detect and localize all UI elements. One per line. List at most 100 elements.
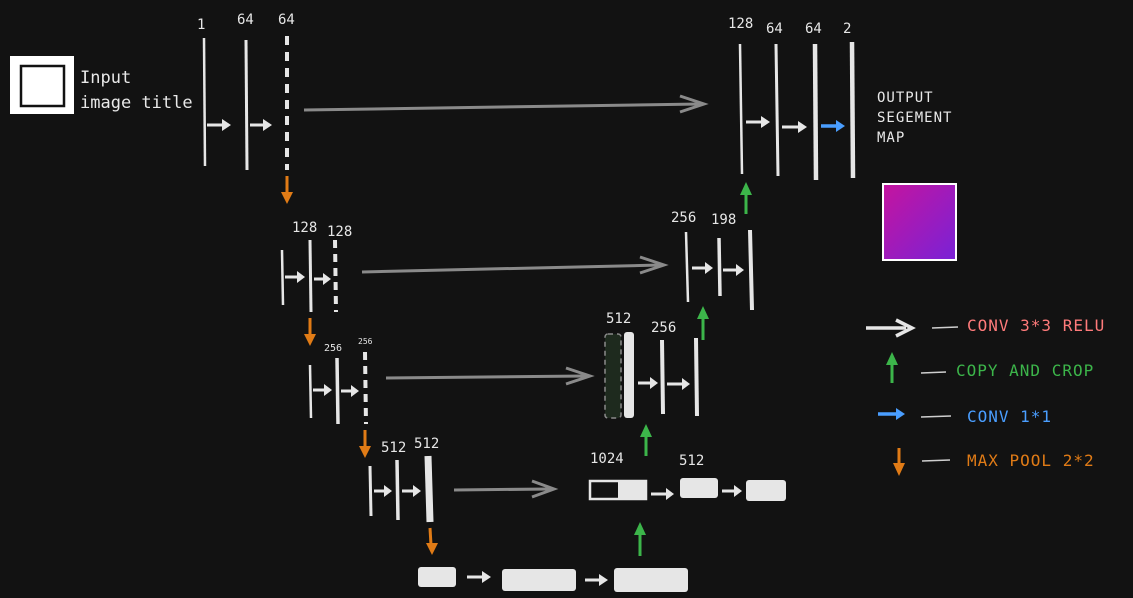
channel-label: 64 <box>237 12 254 28</box>
input-title-line2: image title <box>80 93 193 113</box>
feature-map <box>812 43 819 181</box>
conv-arrow-icon <box>467 571 491 583</box>
channel-label: 64 <box>278 12 295 28</box>
maxpool-arrow-icon <box>281 176 293 204</box>
encoder-level-1: 1 64 64 <box>197 12 295 171</box>
feature-map <box>202 37 207 167</box>
decoder-level-3: 512 256 <box>604 311 699 419</box>
channel-label: 512 <box>381 440 406 456</box>
output-title-line3: MAP <box>877 130 905 146</box>
maxpool-arrow-icon <box>426 527 438 555</box>
green-up-arrow-icon <box>886 352 898 383</box>
encoder-level-4: 512 512 <box>368 436 439 523</box>
channel-label: 256 <box>358 337 373 346</box>
feature-map <box>502 569 576 591</box>
conv1x1-arrow-icon <box>821 120 845 132</box>
channel-label: 512 <box>606 311 631 327</box>
copy-crop-arrow-icon <box>740 182 752 214</box>
feature-map <box>368 465 373 517</box>
channel-label: 128 <box>327 224 352 240</box>
channel-label: 2 <box>843 21 851 37</box>
output-title-line1: OUTPUT <box>877 90 934 106</box>
input-title-line1: Input <box>80 68 131 88</box>
legend-label: COPY AND CROP <box>956 361 1094 380</box>
output-title-line2: SEGEMENT <box>877 110 952 126</box>
maxpool-arrow-icon <box>304 318 316 346</box>
legend-dash <box>931 326 959 329</box>
channel-label: 256 <box>324 343 342 354</box>
legend-label: CONV 1*1 <box>967 407 1052 426</box>
legend-item-copy-crop: COPY AND CROP <box>886 352 1094 383</box>
feature-map <box>694 337 699 417</box>
blue-right-arrow-icon <box>878 408 905 420</box>
feature-map <box>746 480 786 501</box>
channel-label: 256 <box>651 320 676 336</box>
legend-dash <box>920 415 952 418</box>
legend-dash <box>921 459 951 462</box>
conv-arrow-icon <box>638 377 658 389</box>
legend-item-maxpool: MAX POOL 2*2 <box>893 448 1095 476</box>
copy-crop-arrow-icon <box>697 306 709 340</box>
channel-label: 1 <box>197 17 205 33</box>
feature-map <box>680 478 718 498</box>
decoder-level-1: 128 64 64 2 <box>728 16 856 181</box>
feature-map-pooled <box>363 351 368 425</box>
conv-arrow-icon <box>402 485 421 497</box>
maxpool-arrow-icon <box>359 430 371 458</box>
feature-map <box>614 568 688 592</box>
feature-map <box>424 455 434 523</box>
legend-label: CONV 3*3 RELU <box>967 316 1105 335</box>
skip-connection <box>385 366 595 386</box>
channel-label: 128 <box>292 220 317 236</box>
conv-arrow-icon <box>746 116 770 128</box>
feature-map <box>395 459 400 521</box>
conv-arrow-icon <box>692 262 713 274</box>
conv-arrow-icon <box>667 378 690 390</box>
conv-arrow-icon <box>651 488 674 500</box>
conv-arrow-icon <box>207 119 231 131</box>
channel-label: 512 <box>414 436 439 452</box>
feature-map <box>660 339 665 415</box>
conv-arrow-icon <box>723 264 744 276</box>
encoder-level-2: 128 128 <box>280 220 352 313</box>
channel-label: 1024 <box>590 451 624 467</box>
decoder-level-4: 1024 512 <box>588 451 786 501</box>
feature-map <box>717 237 722 297</box>
channel-label: 198 <box>711 212 736 228</box>
copy-crop-arrow-icon <box>640 424 652 456</box>
feature-map <box>624 332 634 418</box>
feature-map <box>774 43 780 177</box>
orange-down-arrow-icon <box>893 448 905 476</box>
channel-label: 64 <box>766 21 783 37</box>
feature-map <box>684 231 690 303</box>
feature-map <box>418 567 456 587</box>
channel-label: 64 <box>805 21 822 37</box>
conv-arrow-icon <box>585 574 608 586</box>
input-image <box>10 56 74 114</box>
legend-label: MAX POOL 2*2 <box>967 451 1095 470</box>
feature-map <box>308 364 313 419</box>
feature-map <box>280 249 285 306</box>
feature-map-copied <box>604 333 622 419</box>
conv-arrow-icon <box>374 485 392 497</box>
skip-connection <box>303 94 709 114</box>
feature-map-output <box>849 41 856 179</box>
legend-item-conv: CONV 3*3 RELU <box>866 316 1105 338</box>
white-right-arrow-icon <box>866 318 916 338</box>
copy-crop-arrow-icon <box>634 522 646 556</box>
feature-map <box>738 43 744 175</box>
encoder-level-3: 256 256 <box>308 337 373 425</box>
feature-map-pooled <box>333 239 338 313</box>
conv-arrow-icon <box>285 271 305 283</box>
conv-arrow-icon <box>250 119 272 131</box>
conv-arrow-icon <box>341 385 359 397</box>
decoder-level-2: 256 198 <box>671 210 754 311</box>
skip-connection <box>453 479 559 499</box>
feature-map <box>244 39 249 171</box>
channel-label: 128 <box>728 16 753 32</box>
feature-map <box>748 229 754 311</box>
feature-map <box>335 357 340 425</box>
conv-arrow-icon <box>782 121 807 133</box>
conv-arrow-icon <box>314 273 331 285</box>
